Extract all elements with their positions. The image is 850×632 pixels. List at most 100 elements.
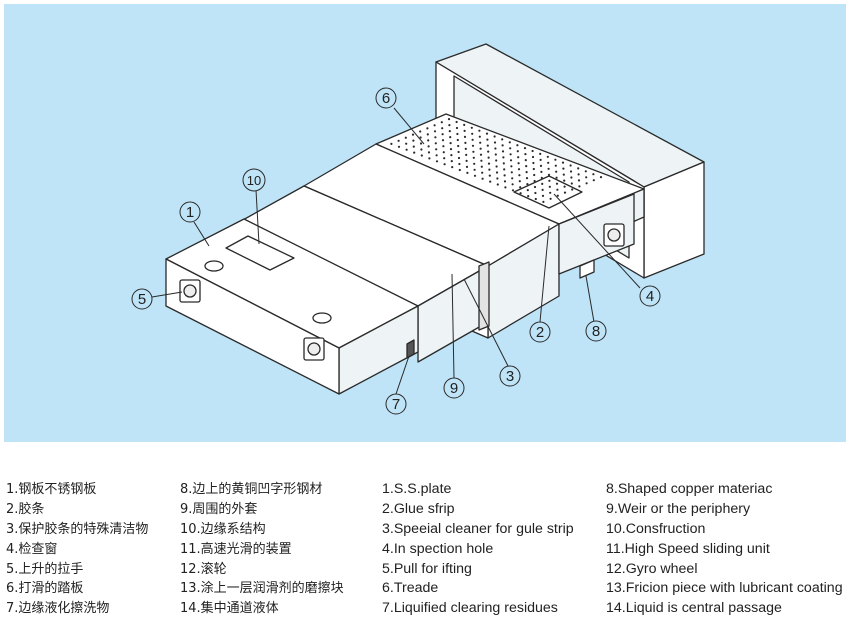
perforation-dot <box>511 183 514 186</box>
perforation-dot <box>517 162 520 165</box>
callout-label: 4 <box>646 288 654 305</box>
perforation-dot <box>463 135 467 138</box>
perforation-dot <box>577 167 580 170</box>
perforation-dot <box>531 155 535 159</box>
perforation-dot <box>420 148 423 151</box>
perforation-dot <box>443 163 446 166</box>
perforation-dot <box>471 138 474 141</box>
perforation-dot <box>533 185 537 189</box>
perforation-dot <box>412 139 415 142</box>
perforation-dot <box>456 132 459 136</box>
perforation-dot <box>549 191 552 194</box>
legend-item: 14.集中通道液体 <box>180 601 279 617</box>
perforation-dot <box>549 197 552 200</box>
perforation-dot <box>473 162 476 165</box>
perforation-dot <box>539 152 542 155</box>
callout-label: 3 <box>506 368 514 385</box>
perforation-dot <box>578 185 581 188</box>
legend-item: 13.Fricion piece with lubricant coating <box>606 580 843 597</box>
perforation-dot <box>532 167 535 171</box>
perforation-dot <box>420 154 423 157</box>
callout-10: 10 <box>242 168 266 245</box>
legend-item: 1.钢板不锈钢板 <box>6 482 97 497</box>
perforation-dot <box>472 150 475 153</box>
perforation-dot <box>479 153 483 156</box>
perforation-dot <box>526 183 529 186</box>
perforation-dot <box>525 177 529 180</box>
perforation-dot <box>478 135 481 138</box>
perforation-dot <box>525 171 528 174</box>
perforation-dot <box>495 159 498 162</box>
callout-9: 9 <box>443 273 465 399</box>
perforation-dot <box>554 164 557 167</box>
perforation-dot <box>473 174 477 177</box>
perforation-dot <box>496 183 499 186</box>
perforation-dot <box>534 197 537 201</box>
perforation-dot <box>419 130 422 133</box>
assembly-diagram: 1 2 3 4 5 <box>131 43 705 415</box>
perforation-dot <box>569 164 572 167</box>
perforation-dot <box>480 165 483 168</box>
legend-item: 11.高速光滑的装置 <box>180 541 292 557</box>
perforation-dot <box>457 156 461 160</box>
callout-label: 8 <box>592 323 600 340</box>
perforation-dot <box>450 160 453 163</box>
perforation-dot <box>510 171 513 174</box>
perforation-dot <box>584 170 587 173</box>
legend-item: 6.Treade <box>382 580 439 597</box>
perforation-dot <box>464 147 467 150</box>
perforation-dot <box>441 127 444 130</box>
perforation-dot <box>532 161 535 165</box>
perforation-dot <box>501 144 504 147</box>
perforation-dot <box>524 153 527 156</box>
perforation-dot <box>427 145 430 148</box>
perforation-dot <box>493 141 497 144</box>
perforation-dot <box>542 200 545 203</box>
perforation-dot <box>503 168 506 171</box>
perforation-dot <box>494 147 497 150</box>
perforation-dot <box>516 144 519 147</box>
pull-knob-front <box>303 337 325 361</box>
perforation-dot <box>427 139 430 142</box>
perforation-dot <box>428 157 431 160</box>
callout-label: 10 <box>247 173 261 188</box>
perforation-dot <box>526 189 529 192</box>
perforation-dot <box>509 159 513 162</box>
perforation-dot <box>501 150 505 153</box>
perforation-dot <box>592 173 595 176</box>
perforation-dot <box>547 173 551 176</box>
perforation-dot <box>516 150 519 153</box>
perforation-dot <box>457 144 460 148</box>
perforation-dot <box>440 121 443 124</box>
perforation-dot <box>547 161 550 164</box>
perforation-dot <box>533 173 536 177</box>
perforation-dot <box>489 180 492 183</box>
legend-item: 3.保护胶条的特殊清洁物 <box>6 521 149 537</box>
perforation-dot <box>585 176 588 179</box>
perforation-dot <box>548 185 551 188</box>
callout-1: 1 <box>179 201 210 247</box>
perforation-dot <box>466 171 469 174</box>
pull-knob-rear <box>603 223 625 247</box>
front-box <box>165 218 419 395</box>
diagram-panel: 1 2 3 4 5 <box>4 4 846 442</box>
edge-residue-wiper <box>406 339 415 359</box>
legend-item: 3.Speeial cleaner for gule strip <box>382 520 574 537</box>
perforation-dot <box>523 147 527 150</box>
callout-2: 2 <box>529 225 551 343</box>
perforation-dot <box>481 177 484 180</box>
perforation-dot <box>435 154 438 157</box>
legend-item: 10.Consfruction <box>606 520 706 537</box>
callout-label: 9 <box>450 380 458 397</box>
callout-3: 3 <box>463 278 521 387</box>
perforation-dot <box>443 157 446 160</box>
perforation-dot <box>472 156 475 159</box>
legend-chinese-col2: 8.边上的黄铜凹字形钢材 9.周围的外套 10.边缘系结构 11.高速光滑的装置… <box>180 480 344 619</box>
perforation-dot <box>471 132 474 135</box>
perforation-dot <box>569 170 573 173</box>
perforation-dot <box>519 192 522 195</box>
legend-item: 2.Glue sfrip <box>382 500 455 517</box>
perforation-dot <box>571 188 574 191</box>
perforation-dot <box>570 182 573 185</box>
perforation-dot <box>481 171 484 174</box>
